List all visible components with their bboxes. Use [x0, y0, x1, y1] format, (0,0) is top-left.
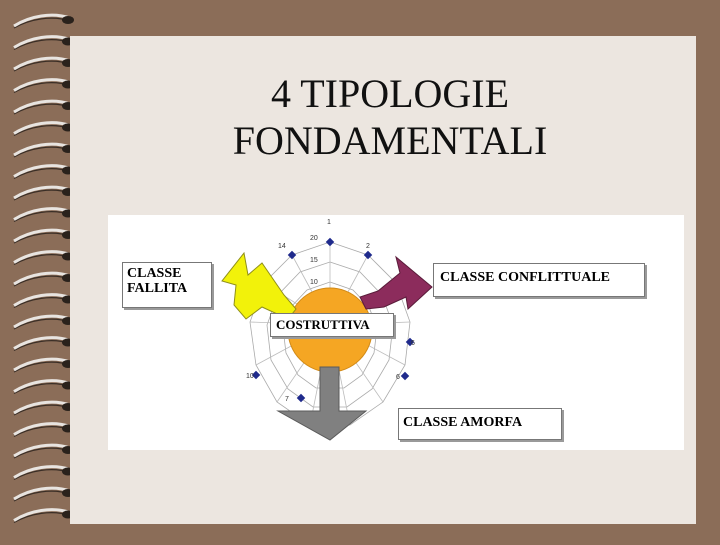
radar-axis-label: 1 — [327, 219, 331, 226]
label-classe-fallita: CLASSE FALLITA — [122, 262, 212, 308]
binding-ring — [13, 164, 74, 180]
binding-ring — [13, 400, 74, 416]
binding-ring — [13, 185, 74, 201]
conflittuale-arrow — [359, 255, 433, 310]
radar-point — [251, 370, 261, 380]
binding-ring — [13, 271, 74, 287]
radar-point — [405, 337, 415, 347]
radar-point — [296, 393, 306, 403]
binding-ring — [13, 422, 74, 438]
diagram-graphics: 1 2 6 6 7 10 14 20 15 10 — [221, 219, 433, 441]
radar-axis-label: 10 — [246, 373, 254, 380]
binding-ring — [13, 508, 74, 524]
binding-ring — [13, 250, 74, 266]
binding-ring — [13, 121, 74, 137]
binding-ring — [13, 486, 74, 502]
binding-ring — [13, 357, 74, 373]
title-line-2: FONDAMENTALI — [232, 118, 548, 163]
binding-ring — [13, 35, 74, 51]
binding-ring — [13, 293, 74, 309]
radar-point — [363, 250, 373, 260]
binding-ring — [13, 228, 74, 244]
label-classe-conflittuale: CLASSE CONFLITTUALE — [433, 263, 645, 297]
binding-ring — [13, 314, 74, 330]
label-classe-amorfa: CLASSE AMORFA — [398, 408, 562, 440]
radar-point — [325, 237, 335, 247]
radar-axis-label: 14 — [278, 243, 286, 250]
fallita-arrow — [221, 251, 297, 320]
binding-ring — [13, 78, 74, 94]
binding-ring — [13, 56, 74, 72]
binding-ring — [13, 142, 74, 158]
radar-axis-label: 6 — [396, 374, 400, 381]
binding-ring — [13, 465, 74, 481]
binding-ring — [13, 443, 74, 459]
radar-ring-label: 15 — [310, 257, 318, 264]
radar-point — [400, 371, 410, 381]
radar-axis-label: 7 — [285, 396, 289, 403]
radar-ring-label: 10 — [310, 279, 318, 286]
radar-point — [287, 250, 297, 260]
binding-ring — [13, 336, 74, 352]
amorfa-arrow — [276, 366, 368, 441]
label-fallita-line-2: FALLITA — [127, 281, 188, 296]
slide-title: 4 TIPOLOGIE FONDAMENTALI — [150, 70, 630, 164]
class-types-diagram: 1 2 6 6 7 10 14 20 15 10 CLASSE FALLITA … — [108, 215, 684, 450]
title-line-1: 4 TIPOLOGIE — [270, 71, 510, 116]
binding-ring — [13, 207, 74, 223]
label-costruttiva: COSTRUTTIVA — [270, 313, 394, 337]
radar-ring-label: 20 — [310, 235, 318, 242]
radar-axis-label: 6 — [411, 340, 415, 347]
label-fallita-line-1: CLASSE — [127, 266, 182, 281]
binding-ring — [13, 13, 74, 29]
radar-axis-label: 2 — [366, 243, 370, 250]
binding-ring — [13, 379, 74, 395]
binding-ring — [13, 99, 74, 115]
radar-points — [251, 237, 415, 403]
